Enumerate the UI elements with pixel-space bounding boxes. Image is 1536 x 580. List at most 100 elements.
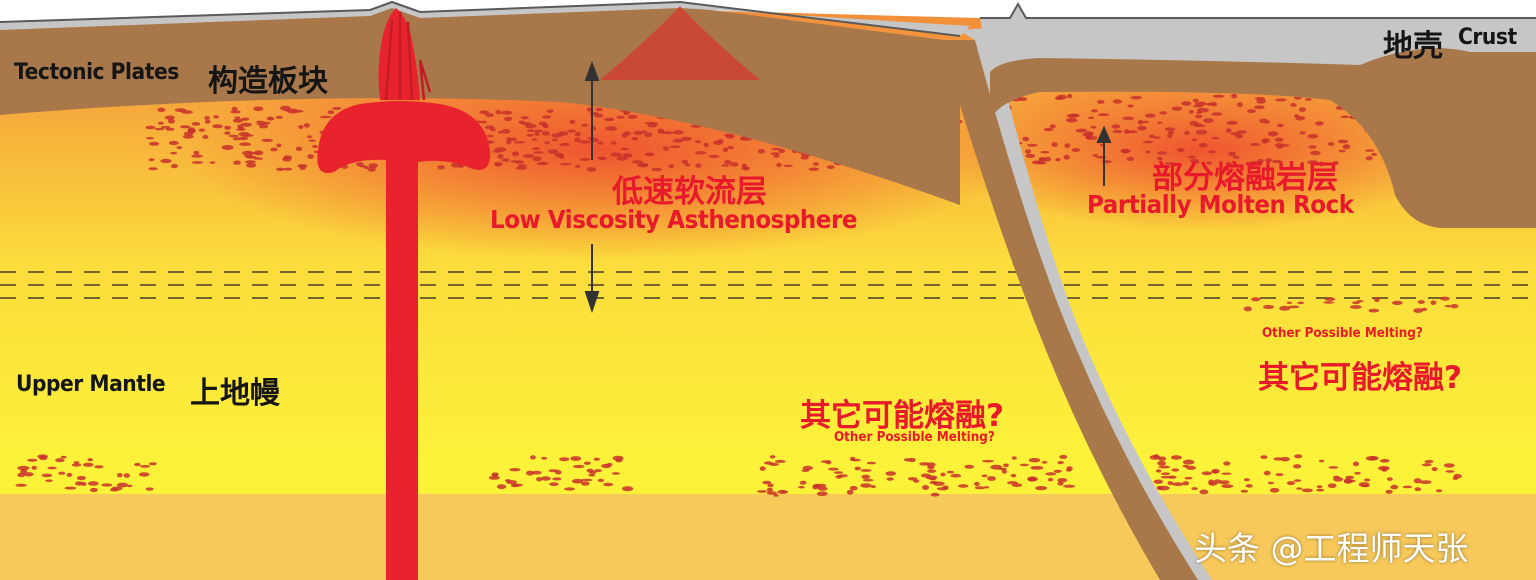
melt-dot xyxy=(982,459,994,463)
melt-dot xyxy=(1171,482,1184,486)
melt-dot xyxy=(1307,134,1319,139)
melt-dot xyxy=(160,158,172,164)
tectonic-plate-right xyxy=(990,30,1536,228)
melt-dot xyxy=(1349,305,1362,309)
melt-dot xyxy=(497,154,504,159)
melt-dot xyxy=(246,162,257,168)
melt-dot xyxy=(1001,469,1008,474)
melt-dot xyxy=(1053,469,1062,473)
melt-dot xyxy=(1280,457,1290,462)
melt-dot xyxy=(950,473,962,478)
melt-dot xyxy=(1028,458,1041,463)
melt-dot xyxy=(526,133,534,137)
melt-dot xyxy=(1194,123,1203,128)
melt-dot xyxy=(282,157,292,162)
melt-dot xyxy=(672,138,684,143)
melt-dot xyxy=(610,152,622,157)
melt-dot xyxy=(1212,94,1225,98)
melt-dot xyxy=(551,138,558,142)
melt-dot xyxy=(1421,307,1428,311)
melt-dot xyxy=(560,162,572,166)
melt-dot xyxy=(919,462,930,466)
melt-dot xyxy=(1194,101,1207,106)
melt-dot xyxy=(644,152,655,157)
melt-dot xyxy=(1236,102,1243,108)
crust-label-en: Crust xyxy=(1458,25,1517,50)
melt-dot xyxy=(27,458,38,462)
melt-dot xyxy=(1188,110,1194,114)
melt-dot xyxy=(533,151,544,154)
melt-dot xyxy=(1027,143,1038,147)
melt-dot xyxy=(497,130,503,134)
melt-dot xyxy=(1417,300,1425,304)
melt-dot xyxy=(1184,476,1193,480)
melt-dot xyxy=(55,458,65,463)
partial-melt-hot-zone xyxy=(940,70,1460,230)
melt-dot xyxy=(1186,465,1197,470)
melt-dot xyxy=(724,160,732,165)
melt-dot xyxy=(722,147,729,153)
melt-dot xyxy=(860,469,872,472)
melt-dot xyxy=(187,127,195,133)
melt-dot xyxy=(552,477,562,481)
melt-dot xyxy=(71,463,82,467)
melt-dot xyxy=(253,157,263,160)
melt-dot xyxy=(1148,134,1155,138)
melt-dot xyxy=(1126,156,1135,161)
melt-dot xyxy=(885,471,896,476)
melt-dot xyxy=(1323,301,1335,304)
melt-dot xyxy=(828,467,839,471)
melt-dot xyxy=(1254,105,1265,110)
melt-dot xyxy=(1137,125,1147,131)
melt-dot xyxy=(60,455,67,459)
tectonic-plates-label-cn: 构造板块 xyxy=(208,64,328,99)
boundary-dash-lines xyxy=(0,271,1536,299)
melt-dot xyxy=(964,464,974,469)
melt-dot xyxy=(929,480,938,485)
crust-label-cn: 地壳 xyxy=(1383,29,1443,64)
mantle-plume xyxy=(317,101,491,580)
melt-dot xyxy=(479,110,490,115)
melt-dot xyxy=(212,124,223,129)
melt-dot xyxy=(1057,481,1064,486)
upper-mantle-label-cn: 上地幔 xyxy=(190,376,280,411)
melt-dot xyxy=(1120,148,1131,153)
melt-dot xyxy=(1264,158,1273,163)
melt-dot xyxy=(920,473,931,478)
melt-dot xyxy=(597,478,604,483)
melt-dot xyxy=(579,158,591,161)
melt-dot xyxy=(486,134,494,138)
melt-dot xyxy=(1421,463,1432,467)
melt-dot xyxy=(123,473,130,478)
melt-dot xyxy=(1211,136,1220,140)
melt-dot xyxy=(1145,150,1151,154)
melt-dot xyxy=(1055,157,1061,162)
melt-dot xyxy=(511,151,520,157)
melt-dot xyxy=(244,154,254,158)
melt-dot xyxy=(1152,136,1161,139)
melt-dot xyxy=(1156,485,1163,490)
melt-dot xyxy=(1221,484,1234,488)
melt-dot xyxy=(234,116,241,120)
melt-dot xyxy=(729,162,739,167)
melt-dot xyxy=(58,471,66,475)
melt-dot xyxy=(907,477,918,481)
melt-dot xyxy=(1184,130,1190,135)
melt-dot xyxy=(1308,145,1317,149)
melt-dot xyxy=(612,455,624,461)
melt-dot xyxy=(1090,125,1097,129)
melt-dot xyxy=(1157,460,1166,466)
melt-dot xyxy=(181,110,194,114)
melt-dot xyxy=(1288,305,1300,309)
melt-dot xyxy=(547,149,559,155)
melt-dot xyxy=(1170,455,1182,460)
melt-dot xyxy=(230,110,241,114)
asthenosphere-label-cn: 低速软流层 xyxy=(612,174,767,210)
melt-dot xyxy=(1345,475,1355,480)
melt-dot xyxy=(557,131,569,136)
melt-dot xyxy=(1316,485,1323,489)
melt-dot xyxy=(833,471,844,474)
melt-dot xyxy=(531,147,541,151)
melt-dot xyxy=(1130,95,1143,100)
